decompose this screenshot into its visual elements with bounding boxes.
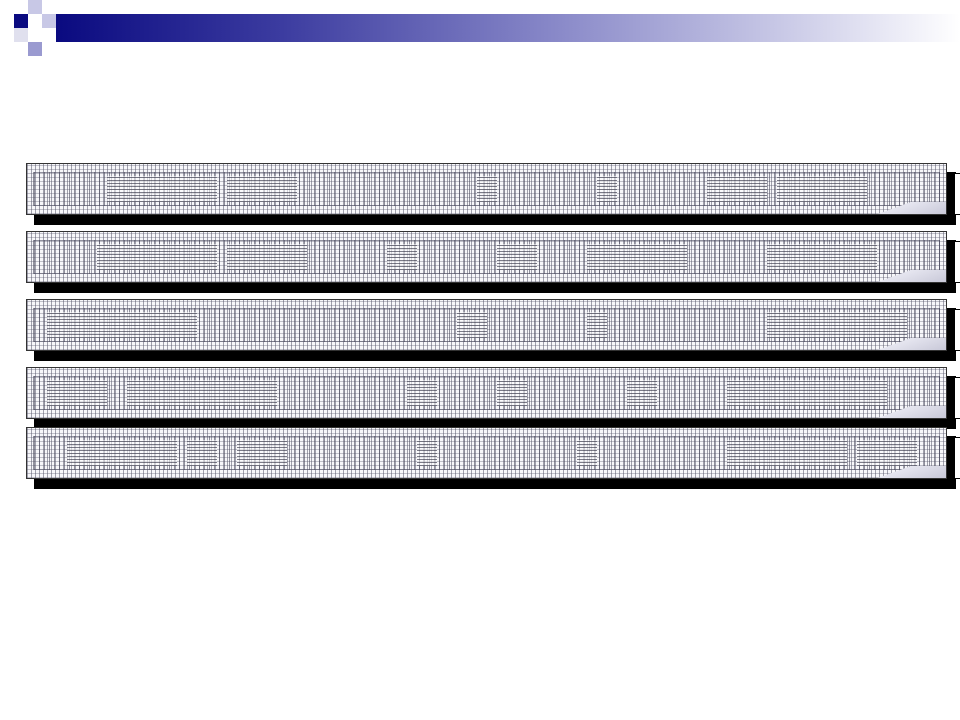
striped-band xyxy=(26,299,960,361)
band-edge xyxy=(955,309,960,351)
band-segment xyxy=(857,440,917,466)
band-edge xyxy=(955,437,960,479)
band-segment xyxy=(457,312,487,338)
band-edge xyxy=(955,377,960,419)
band-segment xyxy=(107,176,217,202)
band-panel xyxy=(26,427,947,479)
striped-band xyxy=(26,427,960,489)
band-segment xyxy=(47,380,107,406)
band-segment xyxy=(587,312,607,338)
band-segment xyxy=(47,312,197,338)
checker-square xyxy=(42,28,56,42)
band-segment xyxy=(127,380,277,406)
checker-square xyxy=(42,14,56,28)
band-panel xyxy=(26,367,947,419)
band-segment xyxy=(237,440,287,466)
band-segment xyxy=(417,440,437,466)
band-segment xyxy=(777,176,867,202)
band-segment xyxy=(497,380,527,406)
page-curl xyxy=(826,466,946,478)
band-segment xyxy=(67,440,177,466)
band-segment xyxy=(577,440,597,466)
band-segment xyxy=(187,440,217,466)
band-segment xyxy=(597,176,617,202)
page-curl xyxy=(826,406,946,418)
band-segment xyxy=(767,312,907,338)
band-segment xyxy=(227,176,297,202)
band-edge xyxy=(955,173,960,215)
header-gradient-bar xyxy=(56,14,960,42)
band-panel xyxy=(26,231,947,283)
checker-square xyxy=(28,0,42,14)
band-segment xyxy=(387,244,417,270)
band-panel xyxy=(26,163,947,215)
band-segment xyxy=(227,244,307,270)
band-segment xyxy=(707,176,767,202)
band-edge xyxy=(955,241,960,283)
striped-band xyxy=(26,231,960,293)
page-curl xyxy=(826,338,946,350)
band-segment xyxy=(497,244,537,270)
band-segment xyxy=(627,380,657,406)
band-segment xyxy=(407,380,437,406)
band-segment xyxy=(767,244,877,270)
checker-square xyxy=(14,28,28,42)
band-segment xyxy=(97,244,217,270)
striped-band xyxy=(26,367,960,429)
band-segment xyxy=(727,440,847,466)
page-curl xyxy=(826,270,946,282)
checker-square xyxy=(28,28,42,42)
header-decoration xyxy=(0,0,960,60)
band-segment xyxy=(727,380,887,406)
checker-square xyxy=(28,42,42,56)
checker-square xyxy=(14,14,28,28)
band-segment xyxy=(587,244,687,270)
band-panel xyxy=(26,299,947,351)
page-curl xyxy=(826,202,946,214)
band-segment xyxy=(477,176,497,202)
striped-band xyxy=(26,163,960,225)
